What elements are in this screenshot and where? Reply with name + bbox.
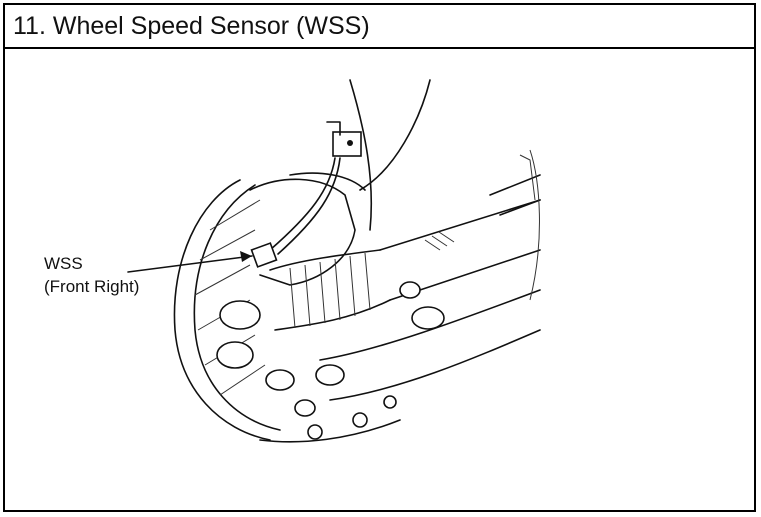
wss-callout-label: WSS [44,254,83,273]
wss-callout-position: (Front Right) [44,277,140,296]
page-title: 11. Wheel Speed Sensor (WSS) [5,5,754,49]
